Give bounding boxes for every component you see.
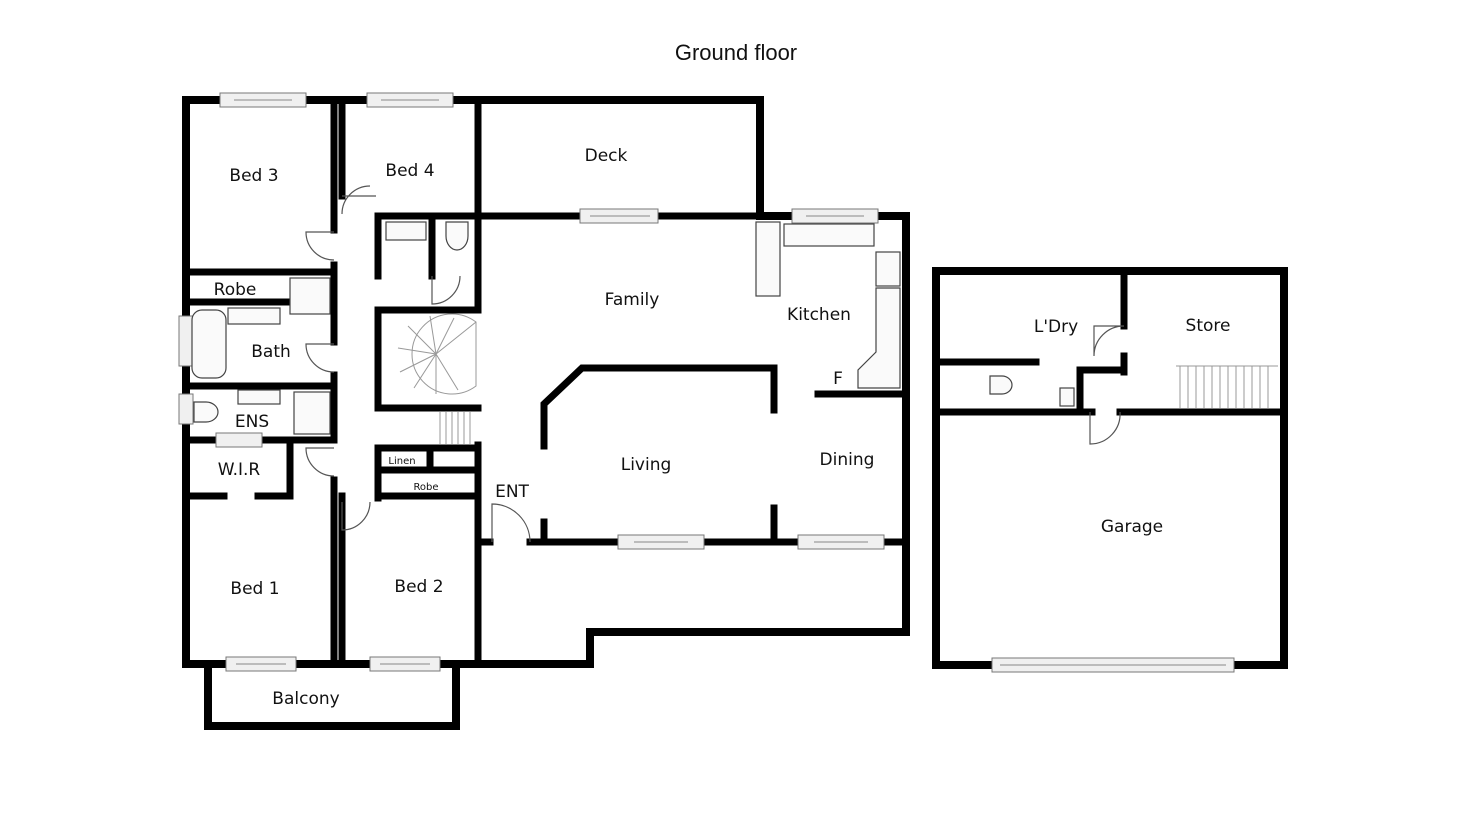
room-label-ens: ENS	[235, 412, 269, 432]
room-label-balcony: Balcony	[272, 689, 339, 709]
doors	[305, 185, 1125, 543]
fixtures	[191, 221, 1278, 444]
room-label-laundry: L'Dry	[1034, 317, 1078, 337]
room-labels: Bed 3 Bed 4 Deck Robe Bath ENS W.I.R Bed…	[214, 146, 1231, 709]
interior-walls	[182, 96, 910, 668]
room-label-store: Store	[1186, 316, 1231, 336]
room-label-dining: Dining	[820, 450, 875, 470]
windows	[178, 92, 1235, 673]
room-label-linen: Linen	[388, 456, 415, 467]
room-label-robe-small: Robe	[413, 482, 438, 493]
room-label-deck: Deck	[585, 146, 628, 166]
room-label-bath: Bath	[251, 342, 291, 362]
room-label-fridge: F	[833, 369, 843, 389]
room-label-living: Living	[621, 455, 672, 475]
exterior-walls	[182, 96, 910, 730]
page-title: Ground floor	[674, 40, 798, 65]
room-label-kitchen: Kitchen	[787, 305, 851, 325]
room-label-bed4: Bed 4	[385, 161, 434, 181]
room-label-bed2: Bed 2	[394, 577, 443, 597]
room-label-bed1: Bed 1	[230, 579, 279, 599]
room-label-family: Family	[605, 290, 660, 310]
room-label-entry: ENT	[495, 482, 529, 502]
room-label-robe: Robe	[214, 280, 257, 300]
room-label-bed3: Bed 3	[229, 166, 278, 186]
garage-walls	[932, 267, 1288, 669]
room-label-garage: Garage	[1101, 517, 1163, 537]
room-label-wir: W.I.R	[218, 460, 261, 480]
